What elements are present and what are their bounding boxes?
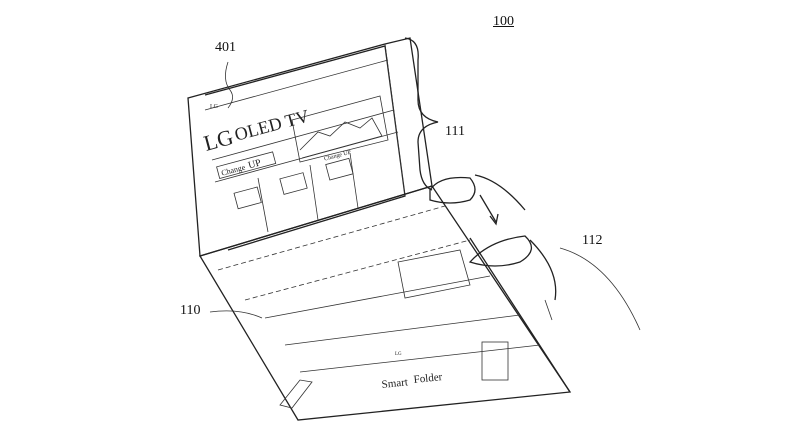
folder-title: Folder	[413, 371, 443, 386]
swipe-arrow	[479, 194, 497, 223]
ref-111: 111	[445, 124, 465, 139]
change-button-suffix: UP	[247, 157, 263, 171]
leader-110	[209, 310, 263, 319]
ref-100: 100	[493, 14, 514, 29]
lower-logo: LG	[395, 352, 402, 357]
smart-title: Smart	[381, 376, 408, 391]
lg-logo: LG	[201, 124, 236, 156]
ref-112: 112	[582, 233, 603, 248]
lower-panel: LG Smart Folder	[199, 185, 572, 421]
leader-112	[559, 247, 641, 331]
screen-content: LG LG OLED TV Change UP Change UP	[201, 95, 389, 210]
ref-401: 401	[215, 40, 236, 55]
ref-110: 110	[180, 303, 201, 318]
screen-logo: LG	[210, 104, 219, 110]
leader-401	[225, 61, 233, 109]
bracket-111	[404, 37, 439, 191]
hand-gesture	[429, 174, 557, 301]
headline: OLED TV	[232, 106, 311, 145]
